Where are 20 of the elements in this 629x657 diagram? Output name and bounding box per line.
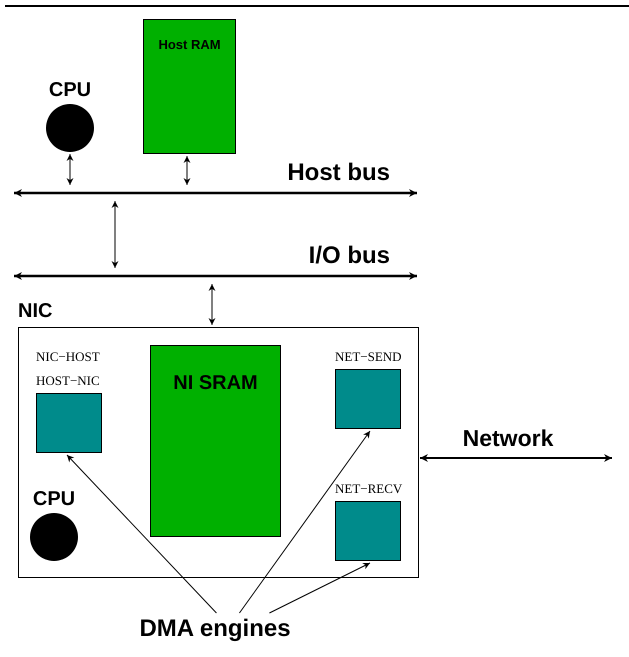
component-label: NET−RECV	[335, 482, 402, 497]
arrow	[184, 156, 190, 186]
arrow	[66, 454, 217, 614]
component-label: I/O bus	[308, 242, 390, 270]
component-label: NI SRAM	[173, 372, 258, 395]
arrow	[66, 154, 74, 186]
arrow	[208, 284, 216, 326]
component-label: DMA engines	[139, 615, 291, 643]
component-label: HOST−NIC	[36, 374, 100, 389]
arrow	[112, 200, 118, 268]
arrow	[268, 562, 370, 614]
arrow	[238, 430, 370, 614]
component-label: CPU	[32, 488, 76, 511]
component-label: NET−SEND	[335, 350, 402, 365]
component-label: CPU	[48, 79, 92, 102]
component-label: Host RAM	[158, 38, 221, 53]
component-label: Host bus	[287, 159, 390, 187]
arrow	[420, 454, 612, 462]
component-label: NIC−HOST	[36, 350, 100, 365]
component-label: NIC	[18, 300, 52, 323]
